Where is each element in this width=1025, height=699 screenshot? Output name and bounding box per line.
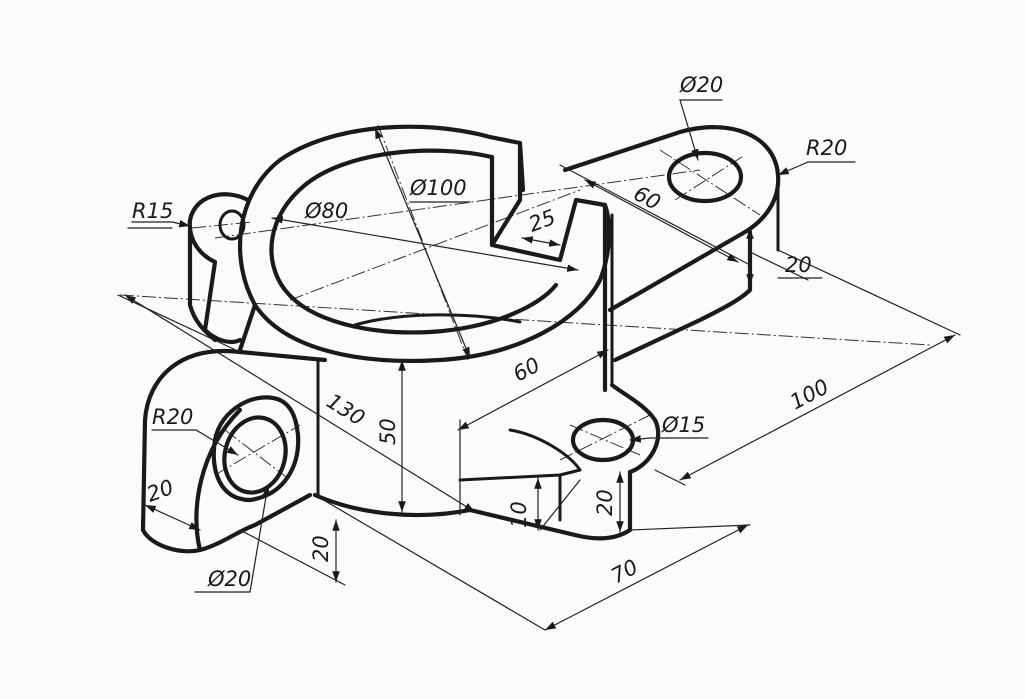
- centerline-ear-top-a: [659, 149, 761, 216]
- dim-70-line: [544, 524, 749, 631]
- label-d20-top: Ø20: [679, 73, 723, 97]
- label-10: 10: [507, 501, 531, 528]
- dim-d20-lower-leader: [194, 484, 270, 593]
- label-130: 130: [322, 389, 369, 431]
- front-ear-top: [458, 428, 582, 482]
- label-70: 70: [607, 555, 642, 589]
- label-20-front: 20: [593, 489, 617, 516]
- label-100: 100: [786, 374, 833, 414]
- ring-slot: [487, 134, 608, 263]
- dim-25-line: [521, 236, 561, 247]
- label-20-left: 20: [144, 475, 177, 507]
- centerline-ear-front-a: [559, 414, 651, 461]
- ext-20-bottom: [239, 529, 346, 586]
- ext-10: [539, 479, 581, 531]
- label-25: 25: [526, 205, 559, 237]
- dim-r20-left-leader: [151, 429, 239, 456]
- dim-20-left-line: [144, 504, 201, 531]
- ext-20-right: [749, 251, 809, 281]
- dim-130-line: [124, 294, 476, 513]
- back-ear: [187, 192, 251, 345]
- ext-60-ear: [559, 164, 751, 266]
- label-r15: R15: [132, 199, 173, 223]
- label-d80: Ø80: [304, 199, 348, 223]
- dim-60-ear-line: [584, 179, 739, 263]
- label-d15: Ø15: [661, 413, 705, 437]
- cylinder-bottom: [312, 492, 473, 518]
- dimension-lines: [124, 99, 956, 631]
- ext-70-right: [629, 524, 751, 531]
- ext-70-left: [314, 494, 546, 631]
- dim-60-mid-line: [457, 349, 609, 431]
- label-r20-left: R20: [152, 405, 193, 429]
- label-60-mid: 60: [509, 353, 544, 387]
- ext-100-top: [777, 249, 961, 336]
- dim-100-line: [679, 334, 956, 481]
- label-60-ear: 60: [630, 181, 665, 215]
- dim-d20-top-leader: [679, 99, 723, 161]
- ext-100-bottom: [654, 469, 686, 486]
- label-50: 50: [376, 418, 400, 445]
- dim-d15-leader: [629, 435, 709, 443]
- label-d20-lower: Ø20: [207, 567, 251, 591]
- centerline-ear-front-b: [569, 424, 641, 456]
- dim-r15-leader: [131, 219, 191, 228]
- back-ear-hole: [218, 209, 246, 241]
- dim-d80-line: [271, 216, 579, 272]
- right-ear: [562, 125, 781, 363]
- dim-r20-top-leader: [777, 161, 856, 176]
- centerline-main-a: [119, 294, 931, 346]
- label-20-right: 20: [785, 253, 812, 277]
- ext-130-left: [117, 294, 241, 353]
- right-ear-hole: [666, 150, 744, 204]
- label-r20-top: R20: [806, 136, 847, 160]
- cylinder-left-side: [237, 302, 258, 353]
- label-d100: Ø100: [409, 176, 467, 200]
- centerline-vertical: [377, 124, 469, 361]
- center-lines: [119, 124, 931, 481]
- label-20-bottom: 20: [309, 535, 333, 562]
- front-ear-hole: [570, 417, 636, 463]
